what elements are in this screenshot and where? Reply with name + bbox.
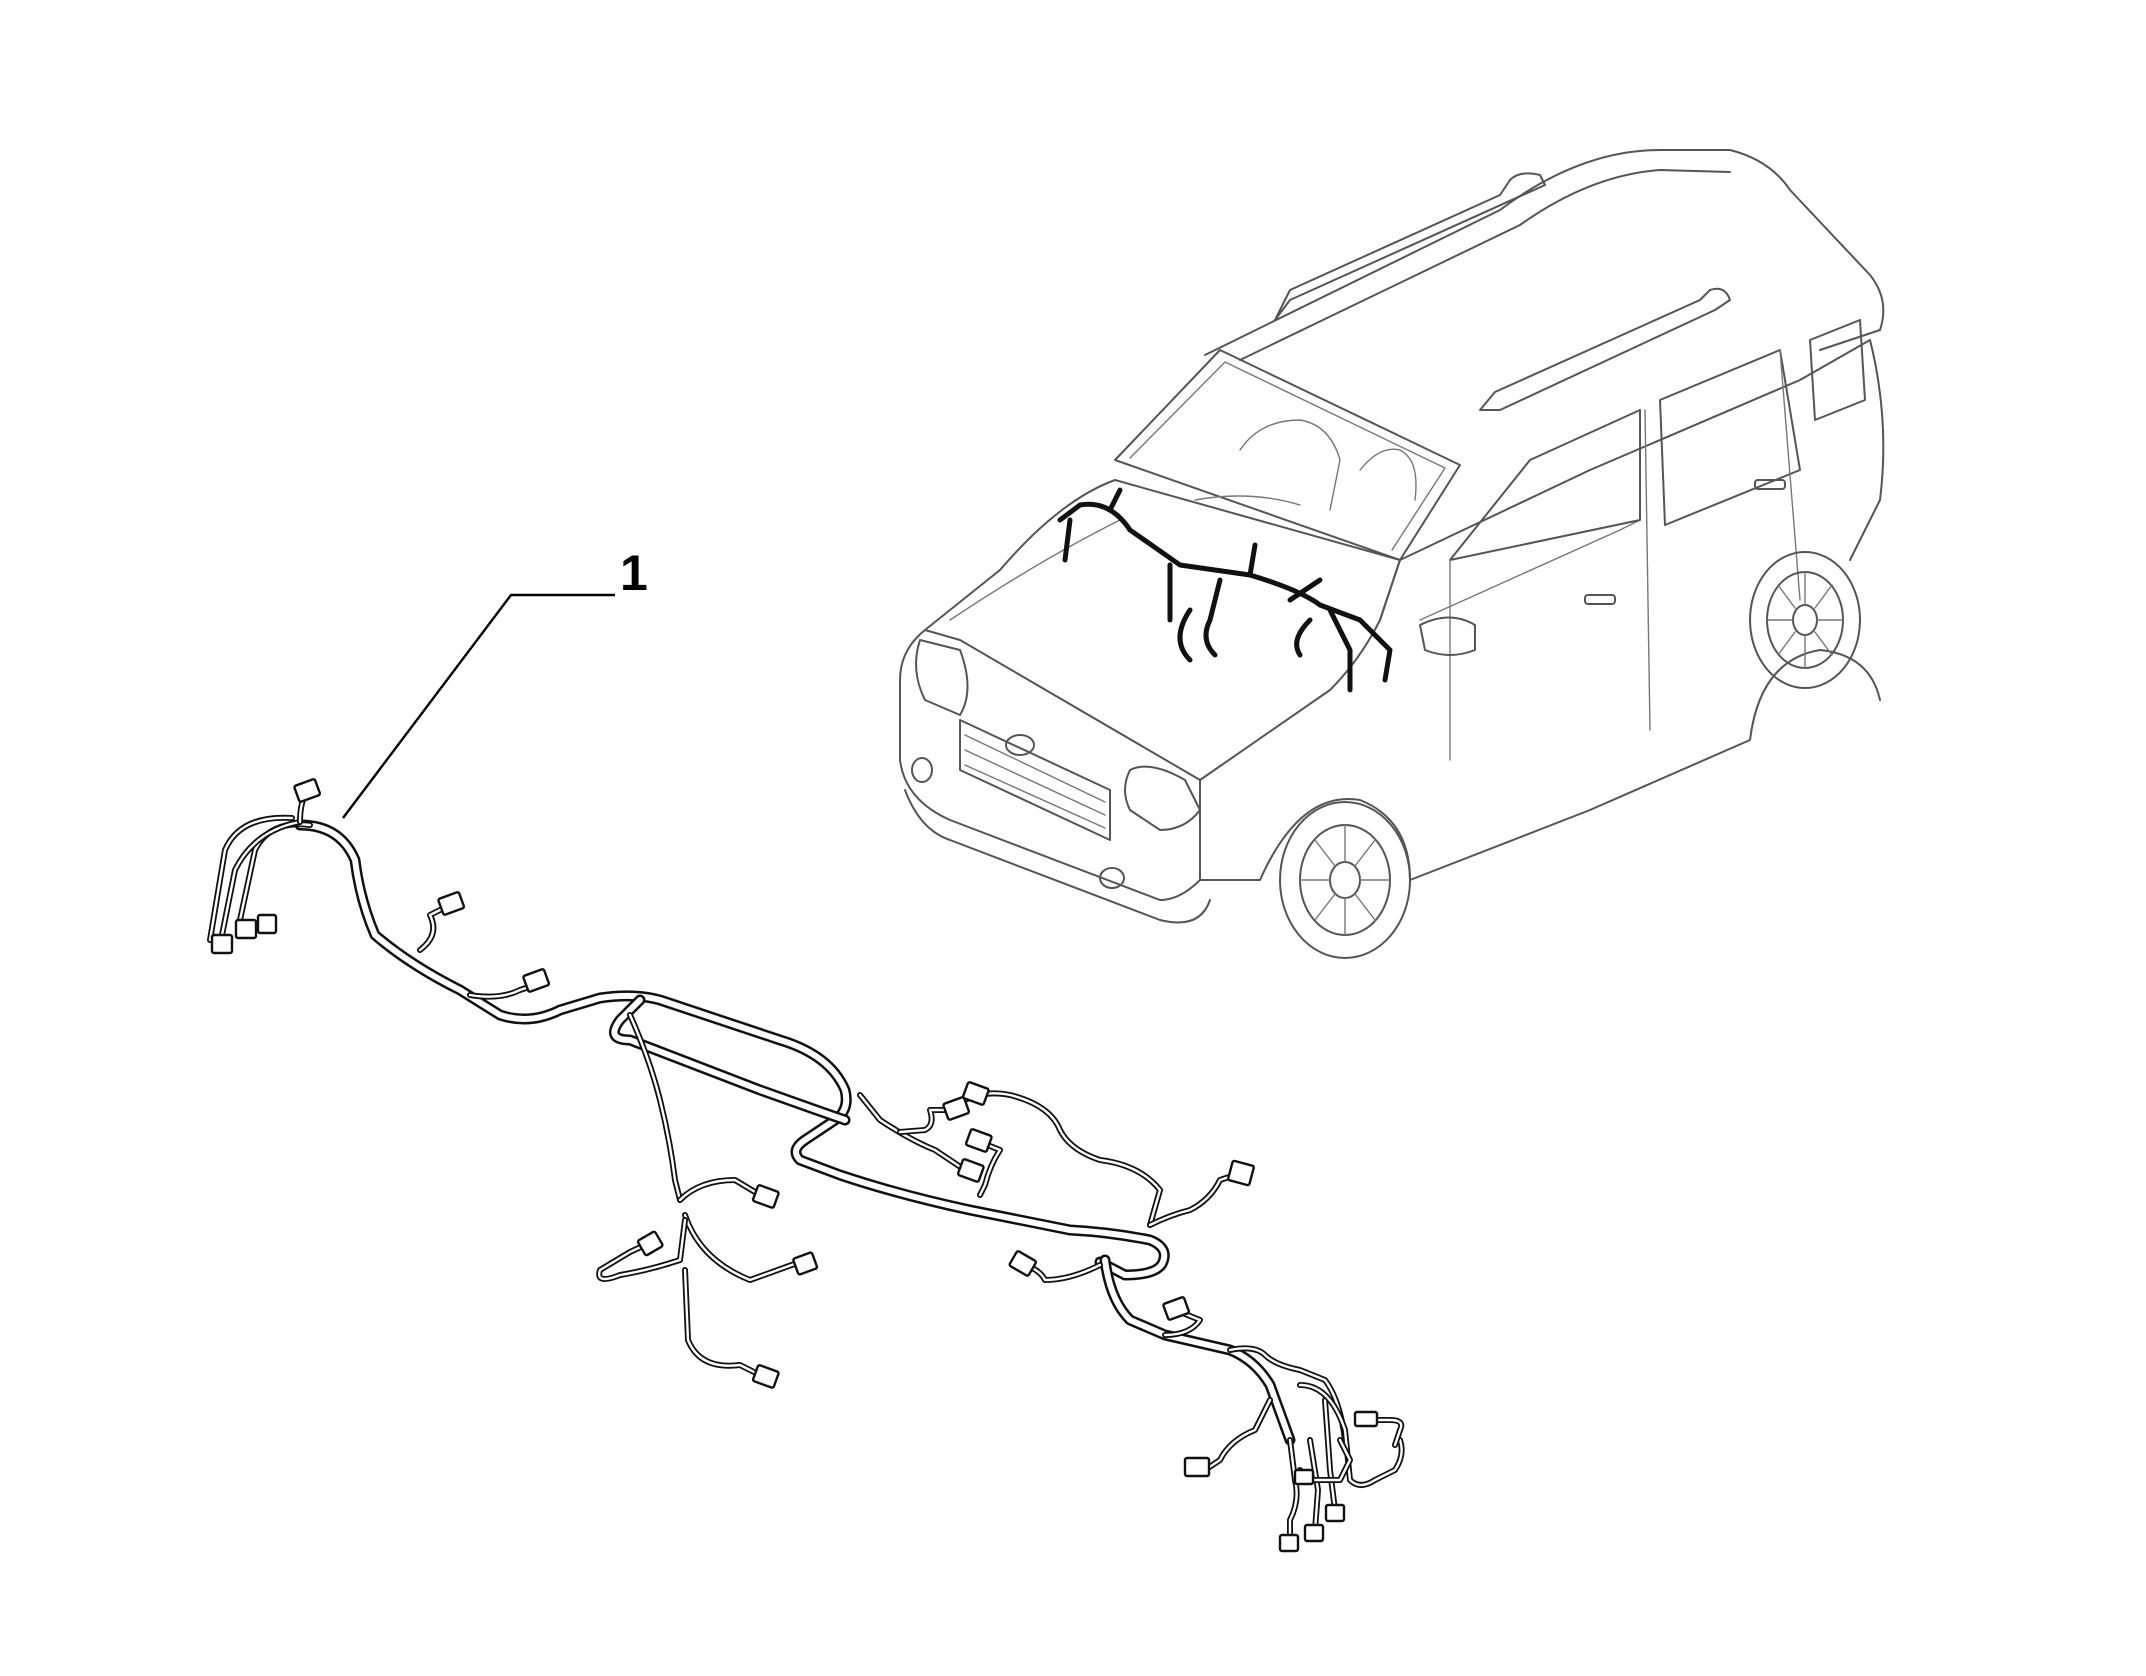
connector [961,1081,990,1106]
connector [942,1096,971,1121]
connector [792,1251,819,1276]
connector [1303,1523,1325,1543]
car-illustration [899,149,1885,959]
connector [956,1158,985,1183]
harness-branches-center [857,1090,1238,1283]
connector [751,1364,780,1389]
callout-leader [342,593,615,819]
connector [1183,1456,1211,1478]
connector [1008,1250,1037,1277]
connector [1227,1159,1255,1187]
connector [751,1184,780,1209]
connector [1278,1533,1300,1553]
front-wheel [1279,801,1411,959]
connector [1324,1503,1346,1523]
connector [293,778,322,803]
rear-wheel [1749,551,1861,689]
connector [1353,1410,1379,1428]
connector [437,891,466,916]
harness-connectors [210,778,1379,1553]
connector [234,918,258,940]
connector [210,933,234,955]
harness-trunk [294,819,1296,1446]
connector [256,913,278,935]
connector [636,1230,664,1257]
connector [964,1128,993,1153]
callout-number: 1 [620,545,648,601]
wiring-harness [207,778,1405,1553]
installed-harness [1057,487,1393,693]
connector [1293,1468,1315,1486]
connector [1162,1296,1191,1321]
connector [522,968,551,993]
harness-branches-left [207,792,803,1378]
